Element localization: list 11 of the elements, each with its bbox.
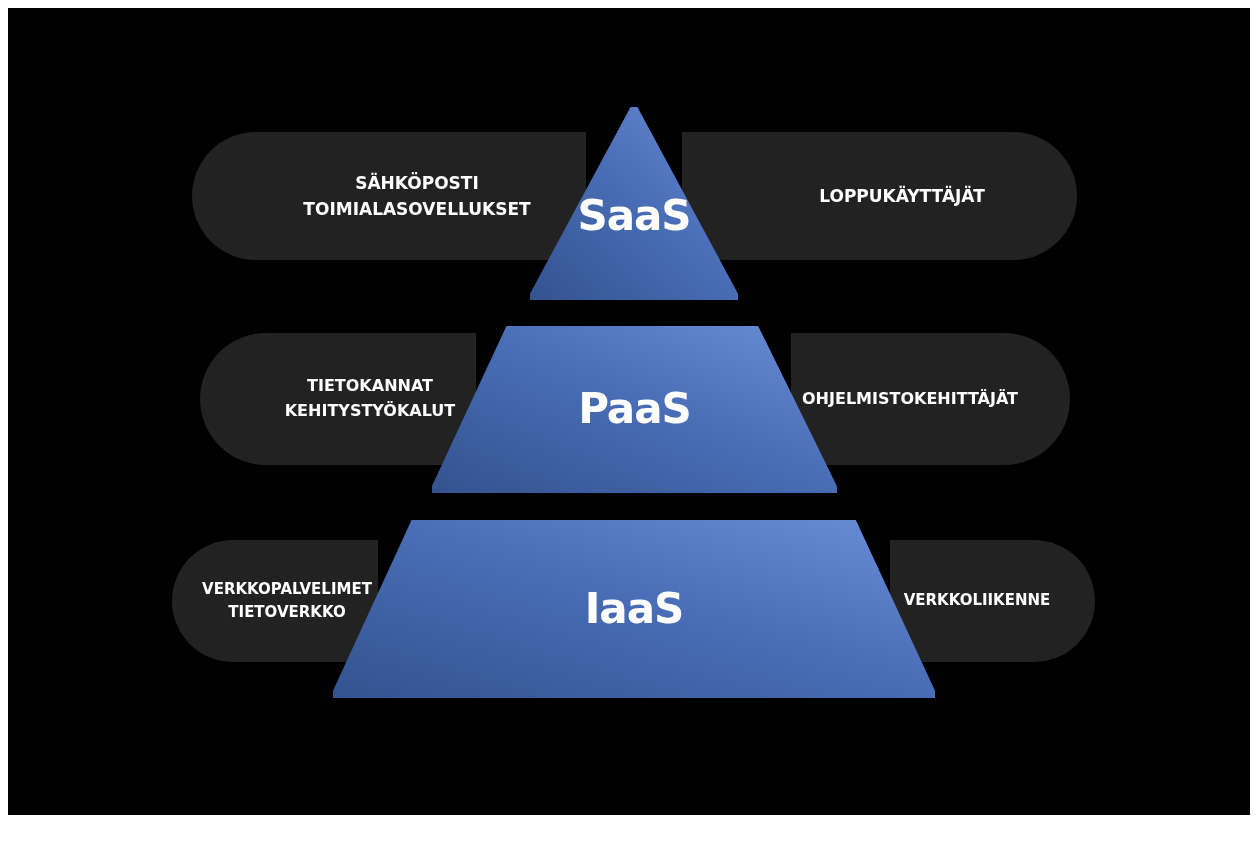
pyramid-tier — [530, 107, 738, 300]
service-example-label: SÄHKÖPOSTI — [355, 171, 479, 195]
service-example-label: TIETOVERKKO — [228, 602, 346, 623]
service-example-label: VERKKOPALVELIMET — [202, 578, 372, 600]
service-example-label: TIETOKANNAT — [307, 375, 433, 398]
service-example-label: KEHITYSTYÖKALUT — [284, 400, 456, 422]
user-group-label: LOPPUKÄYTTÄJÄT — [819, 184, 985, 208]
user-group-label: VERKKOLIIKENNE — [903, 590, 1051, 612]
service-model-label: SaaS — [576, 191, 692, 240]
service-example-label: TOIMIALASOVELLUKSET — [303, 198, 531, 221]
user-group-label: OHJELMISTOKEHITTÄJÄT — [802, 387, 1018, 410]
